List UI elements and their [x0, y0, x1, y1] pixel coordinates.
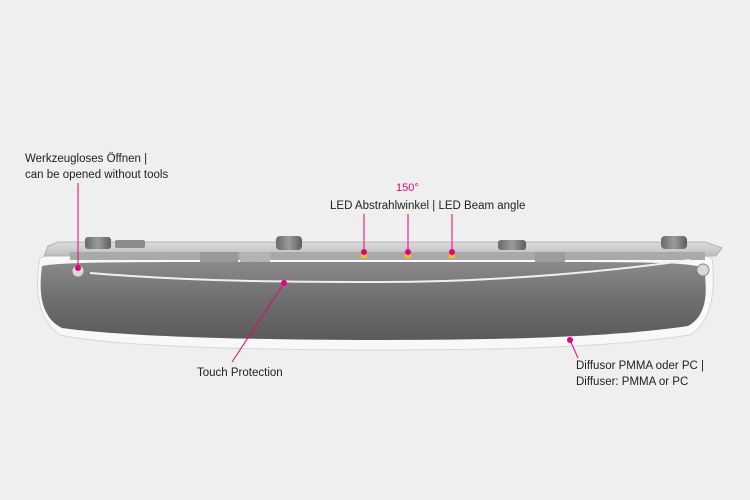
- label-diffuser-line1: Diffusor PMMA oder PC |: [576, 360, 705, 372]
- label-tool-free-line2: can be opened without tools: [25, 169, 169, 181]
- label-diffuser: Diffusor PMMA oder PC | Diffuser: PMMA o…: [576, 358, 704, 390]
- leader-diffuser: [569, 339, 579, 359]
- label-diffuser-line2: Diffuser: PMMA or PC: [576, 376, 689, 388]
- knob: [498, 240, 526, 250]
- led-left: [361, 254, 367, 258]
- right-clip: [696, 263, 710, 277]
- knob: [85, 237, 111, 249]
- led-center: [405, 254, 411, 258]
- knob: [276, 236, 302, 250]
- label-tool-free: Werkzeugloses Öffnen | can be opened wit…: [25, 151, 168, 183]
- label-tool-free-line1: Werkzeugloses Öffnen |: [25, 153, 148, 165]
- touch-protection-line: [89, 259, 691, 284]
- label-beam-angle: LED Abstrahlwinkel | LED Beam angle: [330, 200, 526, 212]
- knob: [661, 236, 687, 249]
- knob: [115, 240, 145, 248]
- component: [240, 252, 270, 265]
- component: [535, 252, 565, 263]
- beam-angle-value: 150°: [396, 182, 419, 194]
- leader-touch-protection: [231, 282, 285, 363]
- led-right: [449, 254, 455, 258]
- driver-strip: [70, 252, 705, 260]
- label-touch-protection: Touch Protection: [197, 367, 283, 379]
- housing-body: [40, 262, 706, 340]
- component: [200, 252, 238, 263]
